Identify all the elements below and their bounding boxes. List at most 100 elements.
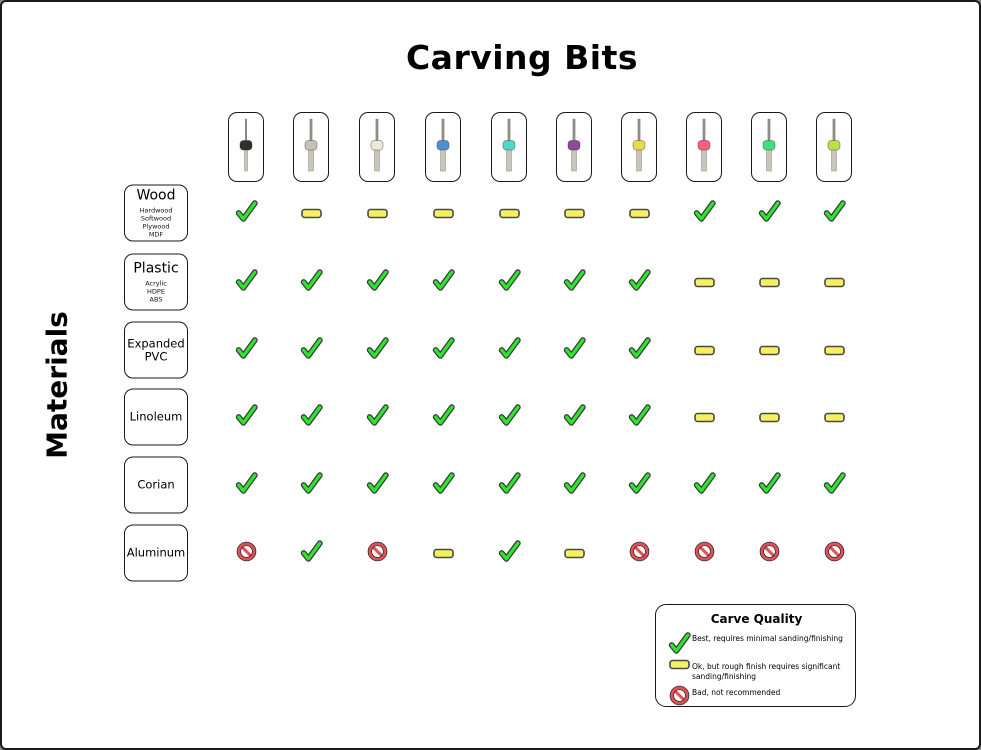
material-label: Aluminum (126, 545, 186, 560)
check-icon (562, 403, 587, 431)
grid-cell-corian-bit2 (297, 471, 325, 499)
check-icon (365, 471, 390, 499)
grid-cell-linoleum-bit1 (232, 403, 260, 431)
grid-cell-wood-bit10 (820, 199, 848, 227)
check-icon (234, 268, 259, 296)
check-icon (299, 403, 324, 431)
dash-icon (758, 341, 780, 360)
bit-card-7 (621, 112, 657, 182)
legend-title: Carve Quality (710, 612, 803, 626)
grid-cell-wood-bit6 (560, 199, 588, 227)
material-label: Expanded PVC (127, 336, 185, 363)
no-icon (367, 541, 388, 566)
grid-cell-wood-bit3 (363, 199, 391, 227)
legend-carve-quality: Carve Quality Best, requires minimal san… (655, 604, 856, 707)
grid-cell-expanded-pvc-bit10 (820, 336, 848, 364)
yellow-ring-bit-icon (623, 114, 655, 180)
grid-cell-linoleum-bit2 (297, 403, 325, 431)
dash-icon (693, 273, 715, 292)
grid-cell-aluminum-bit5 (495, 539, 523, 567)
grid-cell-aluminum-bit3 (363, 539, 391, 567)
no-icon (759, 541, 780, 566)
grid-cell-aluminum-bit9 (755, 539, 783, 567)
check-icon (757, 199, 782, 227)
grid-cell-aluminum-bit6 (560, 539, 588, 567)
dash-icon (563, 544, 585, 563)
grid-cell-plastic-bit7 (625, 268, 653, 296)
bit-card-6 (556, 112, 592, 182)
grid-cell-wood-bit5 (495, 199, 523, 227)
no-icon (694, 541, 715, 566)
white-ring-bit-icon (361, 114, 393, 180)
material-label: Linoleum (129, 409, 183, 424)
material-label: Wood (136, 187, 176, 204)
check-icon (299, 336, 324, 364)
legend-item-label: Ok, but rough finish requires significan… (692, 662, 841, 681)
grid-cell-aluminum-bit10 (820, 539, 848, 567)
grid-cell-plastic-bit2 (297, 268, 325, 296)
grid-cell-wood-bit2 (297, 199, 325, 227)
check-icon (562, 336, 587, 364)
material-label: Plastic (133, 260, 179, 277)
black-ring-bit-icon (230, 114, 262, 180)
check-icon (497, 471, 522, 499)
dash-icon (628, 204, 650, 223)
material-box-linoleum: Linoleum (124, 388, 188, 446)
grid-cell-plastic-bit3 (363, 268, 391, 296)
check-icon (365, 336, 390, 364)
grid-cell-expanded-pvc-bit2 (297, 336, 325, 364)
grid-cell-corian-bit5 (495, 471, 523, 499)
check-icon (497, 539, 522, 567)
grid-cell-expanded-pvc-bit6 (560, 336, 588, 364)
check-icon (365, 268, 390, 296)
material-sublabel: Acrylic (145, 279, 167, 288)
check-icon (234, 471, 259, 499)
check-icon (431, 336, 456, 364)
bit-card-9 (751, 112, 787, 182)
grid-cell-linoleum-bit3 (363, 403, 391, 431)
check-icon (431, 471, 456, 499)
dash-icon (666, 659, 692, 670)
dash-icon (758, 408, 780, 427)
check-icon (497, 268, 522, 296)
grid-cell-plastic-bit8 (690, 268, 718, 296)
material-sublabel: MDF (148, 230, 164, 239)
grid-cell-corian-bit10 (820, 471, 848, 499)
grid-cell-corian-bit3 (363, 471, 391, 499)
dash-icon (300, 204, 322, 223)
material-sublabel: Plywood (142, 222, 170, 231)
grid-cell-aluminum-bit2 (297, 539, 325, 567)
legend-item-label: Bad, not recommended (692, 688, 781, 697)
grid-cell-linoleum-bit9 (755, 403, 783, 431)
check-icon (692, 199, 717, 227)
check-icon (562, 471, 587, 499)
grid-cell-expanded-pvc-bit3 (363, 336, 391, 364)
grid-cell-aluminum-bit1 (232, 539, 260, 567)
dash-icon (758, 273, 780, 292)
bit-card-3 (359, 112, 395, 182)
grid-cell-corian-bit4 (429, 471, 457, 499)
grid-cell-corian-bit1 (232, 471, 260, 499)
grid-cell-plastic-bit5 (495, 268, 523, 296)
bit-card-5 (491, 112, 527, 182)
grid-cell-expanded-pvc-bit8 (690, 336, 718, 364)
grid-cell-linoleum-bit7 (625, 403, 653, 431)
dash-icon (693, 341, 715, 360)
dash-icon (366, 204, 388, 223)
no-icon (629, 541, 650, 566)
check-icon (822, 199, 847, 227)
grid-cell-linoleum-bit4 (429, 403, 457, 431)
check-icon (365, 403, 390, 431)
pink-ring-bit-icon (688, 114, 720, 180)
check-icon (627, 268, 652, 296)
bit-card-2 (293, 112, 329, 182)
grid-cell-corian-bit8 (690, 471, 718, 499)
grid-cell-linoleum-bit8 (690, 403, 718, 431)
grid-cell-corian-bit6 (560, 471, 588, 499)
dash-icon (432, 204, 454, 223)
grid-cell-aluminum-bit7 (625, 539, 653, 567)
grid-cell-wood-bit7 (625, 199, 653, 227)
